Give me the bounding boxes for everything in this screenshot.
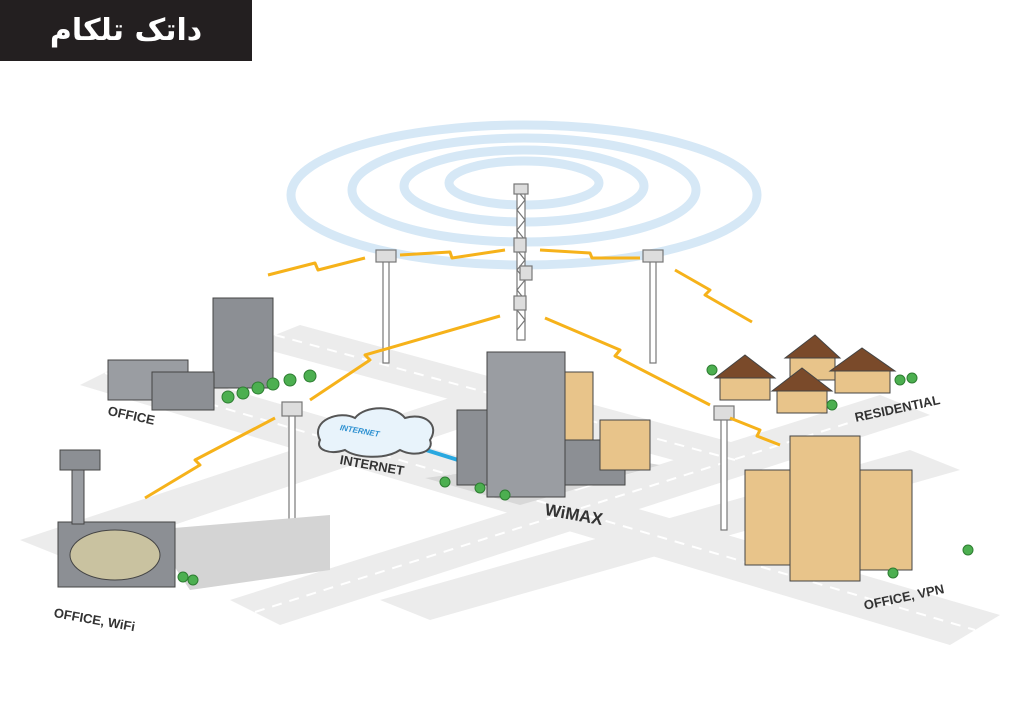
towers — [281, 183, 735, 531]
trees — [177, 364, 974, 586]
office-buildings — [107, 297, 274, 411]
logo-text: داتک تلکام — [49, 13, 203, 48]
signal-bolts — [144, 248, 781, 500]
vpn-office-buildings — [744, 435, 913, 582]
wimax-hq — [425, 351, 660, 505]
logo: داتک تلکام — [0, 0, 252, 61]
internet-cloud — [317, 407, 435, 458]
residential-houses — [713, 334, 897, 414]
wifi-office — [57, 449, 330, 590]
